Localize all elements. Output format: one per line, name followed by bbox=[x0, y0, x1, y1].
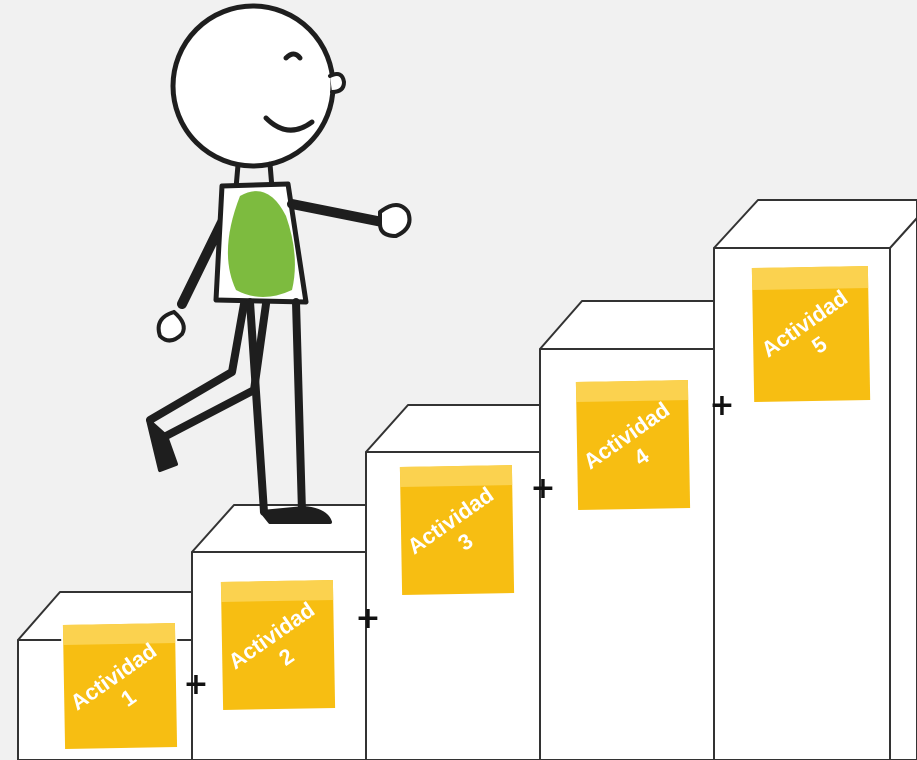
sticky-note-2: Actividad 2 bbox=[219, 578, 337, 714]
figure-head bbox=[173, 6, 344, 166]
note-top-band bbox=[63, 623, 175, 645]
plus-sign-3: + bbox=[530, 471, 555, 506]
plus-sign-2: + bbox=[355, 601, 380, 636]
note-top-band bbox=[576, 380, 688, 402]
note-top-band bbox=[752, 266, 868, 290]
sticky-note-3: Actividad 3 bbox=[398, 463, 516, 599]
plus-sign-4: + bbox=[709, 388, 734, 423]
walking-stick-figure bbox=[148, 6, 410, 522]
sticky-note-4: Actividad 4 bbox=[574, 378, 692, 514]
back-hand bbox=[159, 312, 184, 341]
note-top-band bbox=[400, 465, 512, 487]
front-hand bbox=[380, 205, 410, 236]
sticky-note-1: Actividad 1 bbox=[61, 621, 179, 753]
back-shoe bbox=[148, 420, 176, 470]
plus-sign-1: + bbox=[183, 667, 208, 702]
ear bbox=[330, 74, 344, 92]
note-top-band bbox=[221, 580, 333, 602]
front-shoe bbox=[262, 508, 330, 522]
sticky-note-5: Actividad 5 bbox=[746, 258, 877, 410]
front-arm bbox=[292, 204, 382, 222]
